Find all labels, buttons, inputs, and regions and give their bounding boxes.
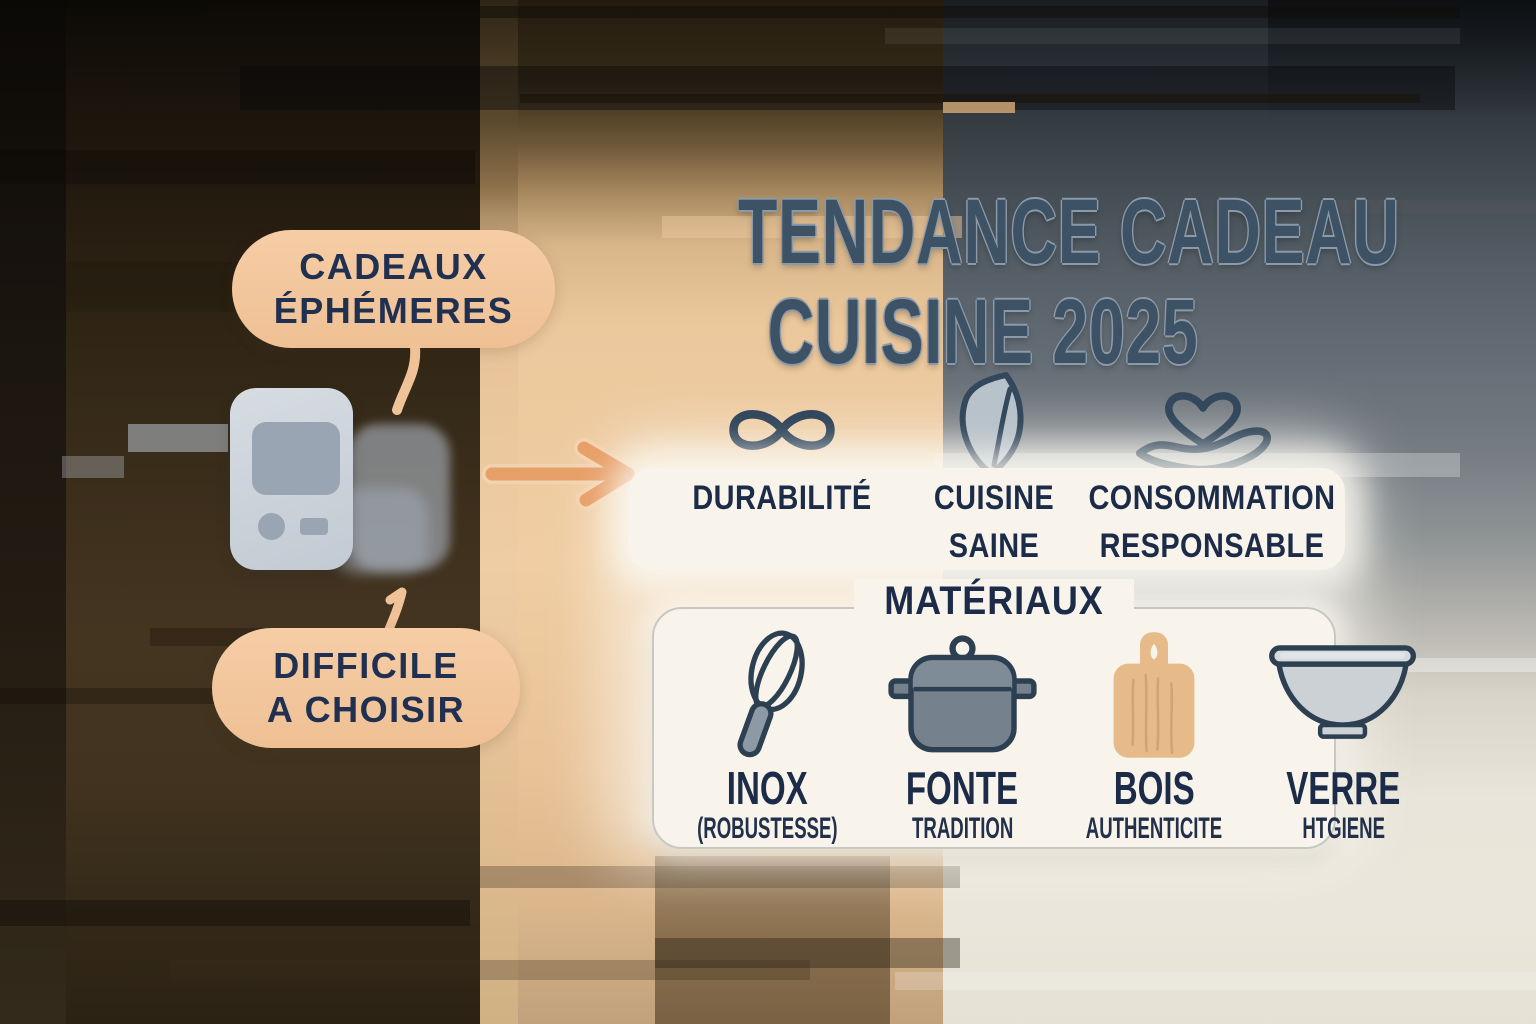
glitch-stripe <box>885 28 1460 44</box>
benefit-label-cuisine-saine: CUISINE SAINE <box>933 479 1054 565</box>
bubble-text-line: CADEAUX <box>299 246 488 287</box>
glitch-stripe <box>0 688 215 704</box>
glitch-stripe <box>0 900 470 926</box>
material-item-inox: INOX (ROBUSTESSE) <box>654 609 881 847</box>
pot-icon <box>885 629 1040 761</box>
glitch-stripe <box>520 94 1420 103</box>
glitch-stripe <box>662 216 962 238</box>
background-bottom-brown-patch <box>655 856 890 1024</box>
bubble-tail-down-icon <box>392 342 421 415</box>
bubble-text-line: ÉPHÉMERES <box>273 290 514 331</box>
material-name: BOIS <box>1113 762 1195 814</box>
glitch-stripe <box>943 102 1015 113</box>
glitch-stripe <box>62 456 124 478</box>
material-subtitle: HTGIENE <box>1301 812 1385 845</box>
glitch-stripe <box>1330 200 1536 213</box>
glitch-stripe <box>205 6 1460 18</box>
material-subtitle: (ROBUSTESSE) <box>697 812 838 845</box>
background-band-left-dark <box>0 0 66 1024</box>
material-name: INOX <box>726 762 808 814</box>
glitch-stripe <box>655 938 960 968</box>
material-name: FONTE <box>906 762 1019 814</box>
glitch-stripe <box>480 866 960 888</box>
appliance-button <box>300 518 328 535</box>
title-line-1: TENDANCE CADEAU <box>738 181 1400 283</box>
speech-bubble-difficile-a-choisir: DIFFICILE A CHOISIR <box>212 628 520 748</box>
glitch-stripe <box>895 972 1536 990</box>
materials-panel: MATÉRIAUX INOX (ROBUSTESSE) <box>652 579 1417 849</box>
material-subtitle: TRADITION <box>911 812 1013 845</box>
material-subtitle: AUTHENTICITE <box>1085 812 1223 845</box>
title-line-2: CUISINE 2025 <box>767 281 1199 383</box>
glitch-stripe <box>128 424 228 452</box>
appliance-knob <box>258 513 285 540</box>
bowl-icon <box>1264 629 1422 761</box>
background-band-light-strip <box>480 0 518 1024</box>
material-item-bois: BOIS AUTHENTICITE <box>1044 609 1264 847</box>
speech-bubble-cadeaux-ephemeres: CADEAUX ÉPHÉMERES <box>232 230 555 348</box>
glitch-stripe <box>0 150 475 184</box>
material-name: VERRE <box>1286 762 1401 814</box>
glitch-stripe <box>170 960 810 980</box>
whisk-icon <box>722 629 812 761</box>
material-item-fonte: FONTE TRADITION <box>881 609 1044 847</box>
glitch-stripe <box>60 262 250 312</box>
cutting-board-icon <box>1102 629 1206 761</box>
benefits-panel: DURABILITÉ CUISINE SAINE CONSOMMATION RE… <box>628 468 1345 570</box>
page-title: TENDANCE CADEAU CUISINE 2025 <box>633 181 1400 383</box>
glitch-stripe <box>240 66 1455 110</box>
infinity-icon <box>729 410 835 450</box>
bubble-text-line: A CHOISIR <box>266 689 466 730</box>
benefit-label-consommation-responsable: CONSOMMATION RESPONSABLE <box>1088 479 1336 565</box>
material-item-verre: VERRE HTGIENE <box>1264 609 1422 847</box>
benefit-label-durabilite: DURABILITÉ <box>692 479 872 517</box>
bubble-text-line: DIFFICILE <box>273 645 459 686</box>
appliance-screen <box>252 422 340 495</box>
leaf-icon <box>959 372 1024 477</box>
arrow-right-icon <box>482 438 638 510</box>
materials-panel-title: MATÉRIAUX <box>854 579 1134 623</box>
